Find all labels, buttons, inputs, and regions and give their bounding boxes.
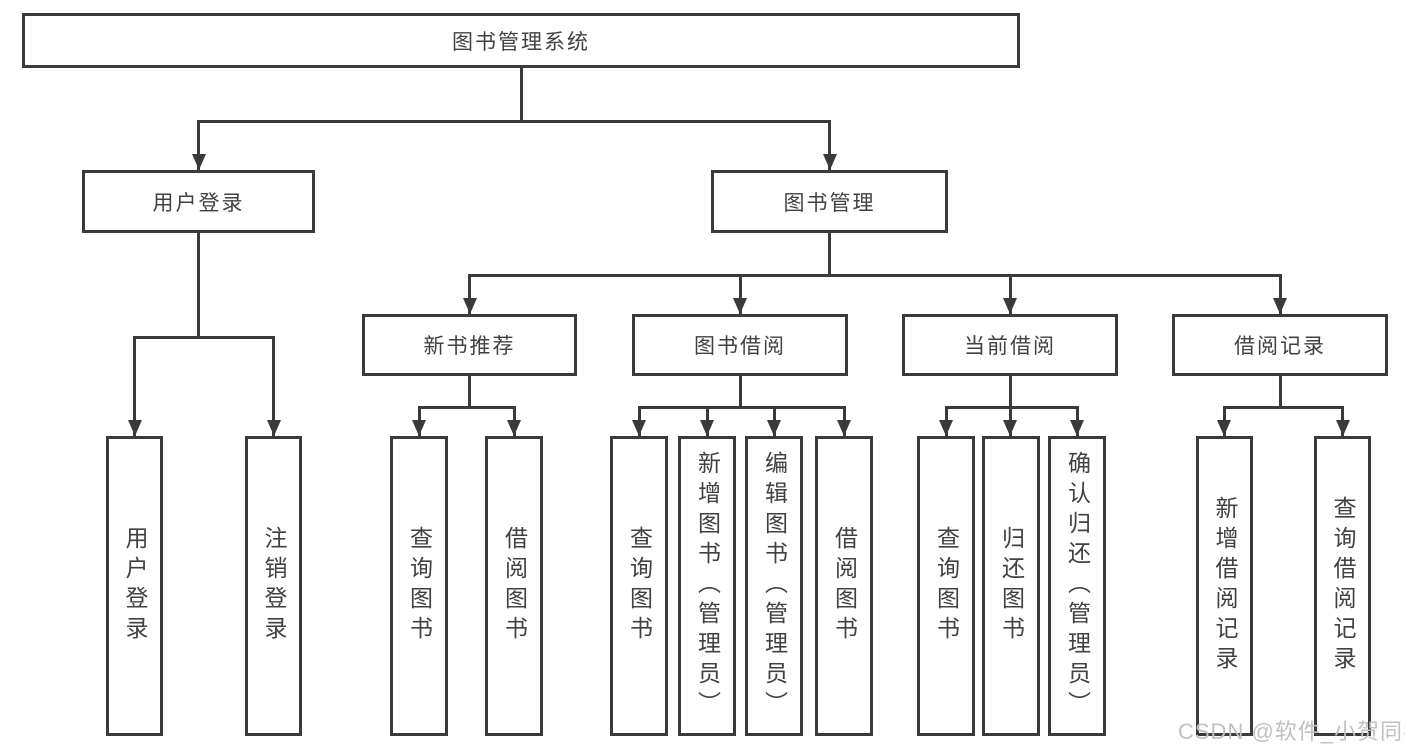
connector-cb-stub [1009, 376, 1012, 409]
leaf-bb-borrow-books-label: 借阅图书 [831, 526, 858, 646]
leaf-bb-add-books-admin-label: 新增图书（管理员） [694, 451, 721, 721]
connector-cb-bus [945, 406, 1079, 409]
leaf-logout-label: 注销登录 [261, 526, 287, 646]
leaf-bb-add-books-admin: 新增图书（管理员） [678, 436, 736, 736]
arrow-down-icon [1003, 298, 1017, 314]
node-current-borrowing: 当前借阅 [902, 314, 1118, 376]
connector-drop-level3 [468, 274, 471, 314]
leaf-cb-query-books: 查询图书 [917, 436, 975, 736]
arrow-down-icon [823, 154, 837, 170]
node-current-borrowing-label: 当前借阅 [964, 335, 1056, 358]
node-book-management-label: 图书管理 [783, 191, 876, 215]
arrow-down-icon [412, 420, 426, 436]
connector-drop-level3 [1279, 274, 1282, 314]
leaf-bb-edit-books-admin-label: 编辑图书（管理员） [761, 451, 788, 721]
arrow-down-icon [700, 420, 714, 436]
arrow-down-icon [767, 420, 781, 436]
connector-bb-stub [739, 376, 742, 409]
node-new-book-recommend-label: 新书推荐 [423, 335, 516, 358]
node-user-login-label: 用户登录 [152, 191, 245, 215]
arrow-down-icon [267, 420, 281, 436]
leaf-bb-borrow-books: 借阅图书 [815, 436, 873, 736]
leaf-cb-confirm-return-admin-label: 确认归还（管理员） [1064, 451, 1091, 721]
node-new-book-recommend: 新书推荐 [362, 314, 577, 376]
leaf-bb-query-books: 查询图书 [610, 436, 668, 736]
leaf-user-login: 用户登录 [106, 436, 163, 736]
leaf-bb-edit-books-admin: 编辑图书（管理员） [745, 436, 803, 736]
arrow-down-icon [192, 154, 206, 170]
node-book-borrowing: 图书借阅 [632, 314, 848, 376]
connector-drop-leaf [133, 336, 136, 436]
arrow-down-icon [837, 420, 851, 436]
arrow-down-icon [632, 420, 646, 436]
leaf-cb-return-books-label: 归还图书 [998, 526, 1025, 646]
arrow-down-icon [1003, 420, 1017, 436]
arrow-down-icon [1217, 420, 1231, 436]
leaf-br-query-record-label: 查询借阅记录 [1330, 496, 1356, 676]
arrow-down-icon [733, 298, 747, 314]
node-book-management: 图书管理 [711, 170, 948, 233]
connector-book-management-stub [828, 233, 831, 277]
connector-drop-level3 [1009, 274, 1012, 314]
leaf-cb-return-books: 归还图书 [982, 436, 1040, 736]
arrow-down-icon [1273, 298, 1287, 314]
node-borrow-records: 借阅记录 [1172, 314, 1388, 376]
connector-user-login-bus [133, 336, 275, 339]
leaf-bb-query-books-label: 查询图书 [626, 526, 653, 646]
node-root: 图书管理系统 [22, 13, 1020, 68]
connector-br-stub [1279, 376, 1282, 409]
leaf-nbr-borrow-books: 借阅图书 [485, 436, 543, 736]
leaf-cb-query-books-label: 查询图书 [933, 526, 960, 646]
node-borrow-records-label: 借阅记录 [1234, 335, 1326, 358]
connector-drop-user-login [197, 120, 200, 170]
leaf-br-add-record: 新增借阅记录 [1196, 436, 1253, 736]
leaf-br-add-record-label: 新增借阅记录 [1212, 496, 1238, 676]
node-book-borrowing-label: 图书借阅 [694, 335, 786, 358]
connector-drop-book-management [828, 120, 831, 170]
connector-root-bus [197, 120, 831, 123]
leaf-br-query-record: 查询借阅记录 [1314, 436, 1371, 736]
connector-drop-level3 [739, 274, 742, 314]
leaf-nbr-query-books: 查询图书 [390, 436, 448, 736]
connector-root-stub [520, 68, 523, 123]
leaf-nbr-borrow-books-label: 借阅图书 [501, 526, 528, 646]
arrow-down-icon [939, 420, 953, 436]
node-root-label: 图书管理系统 [452, 30, 590, 54]
watermark: CSDN @软件_小贺同学 [1178, 719, 1405, 744]
arrow-down-icon [463, 298, 477, 314]
leaf-user-login-label: 用户登录 [122, 526, 148, 646]
leaf-nbr-query-books-label: 查询图书 [406, 526, 433, 646]
connector-nbr-bus [418, 406, 516, 409]
arrow-down-icon [507, 420, 521, 436]
leaf-logout: 注销登录 [245, 436, 302, 736]
connector-nbr-stub [468, 376, 471, 409]
arrow-down-icon [128, 420, 142, 436]
node-user-login: 用户登录 [82, 170, 315, 233]
arrow-down-icon [1070, 420, 1084, 436]
connector-drop-leaf [272, 336, 275, 436]
connector-book-management-bus [468, 274, 1282, 277]
connector-user-login-stub [197, 233, 200, 339]
leaf-cb-confirm-return-admin: 确认归还（管理员） [1048, 436, 1106, 736]
connector-br-bus [1223, 406, 1344, 409]
connector-bb-bus [638, 406, 846, 409]
arrow-down-icon [1336, 420, 1350, 436]
